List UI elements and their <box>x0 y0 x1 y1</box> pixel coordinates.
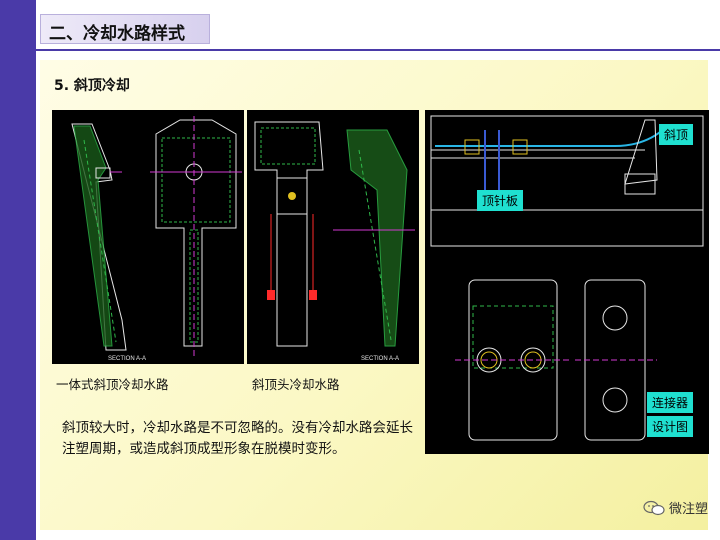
watermark: 微注塑 <box>643 498 708 517</box>
title-box: 二、冷却水路样式 <box>40 14 210 44</box>
section-label-mid: SECTION A-A <box>361 356 399 362</box>
section-label-left: SECTION A-A <box>108 356 146 362</box>
title-underline <box>36 49 720 51</box>
wechat-icon <box>643 500 665 515</box>
left-accent-bar <box>0 0 36 540</box>
page-title: 二、冷却水路样式 <box>49 24 185 44</box>
label-connector-2: 设计图 <box>647 416 694 437</box>
cad-drawing-lifter-head: SECTION A-A <box>247 110 419 364</box>
cad-drawing-integrated: SECTION A-A <box>52 110 244 364</box>
caption-integrated: 一体式斜顶冷却水路 <box>56 377 169 392</box>
watermark-text: 微注塑 <box>668 502 708 517</box>
label-connector-1: 连接器 <box>647 392 694 413</box>
description-text: 斜顶较大时，冷却水路是不可忽略的。没有冷却水路会延长注塑周期，或造成斜顶成型形象… <box>62 420 413 457</box>
label-lifter: 斜顶 <box>659 124 694 145</box>
caption-lifter-head: 斜顶头冷却水路 <box>252 377 340 392</box>
section-title: 5. 斜顶冷却 <box>54 78 130 94</box>
cad-drawing-assembly: 斜顶 顶针板 连接器 设计图 <box>425 110 709 454</box>
label-ejector-plate: 顶针板 <box>477 190 524 211</box>
